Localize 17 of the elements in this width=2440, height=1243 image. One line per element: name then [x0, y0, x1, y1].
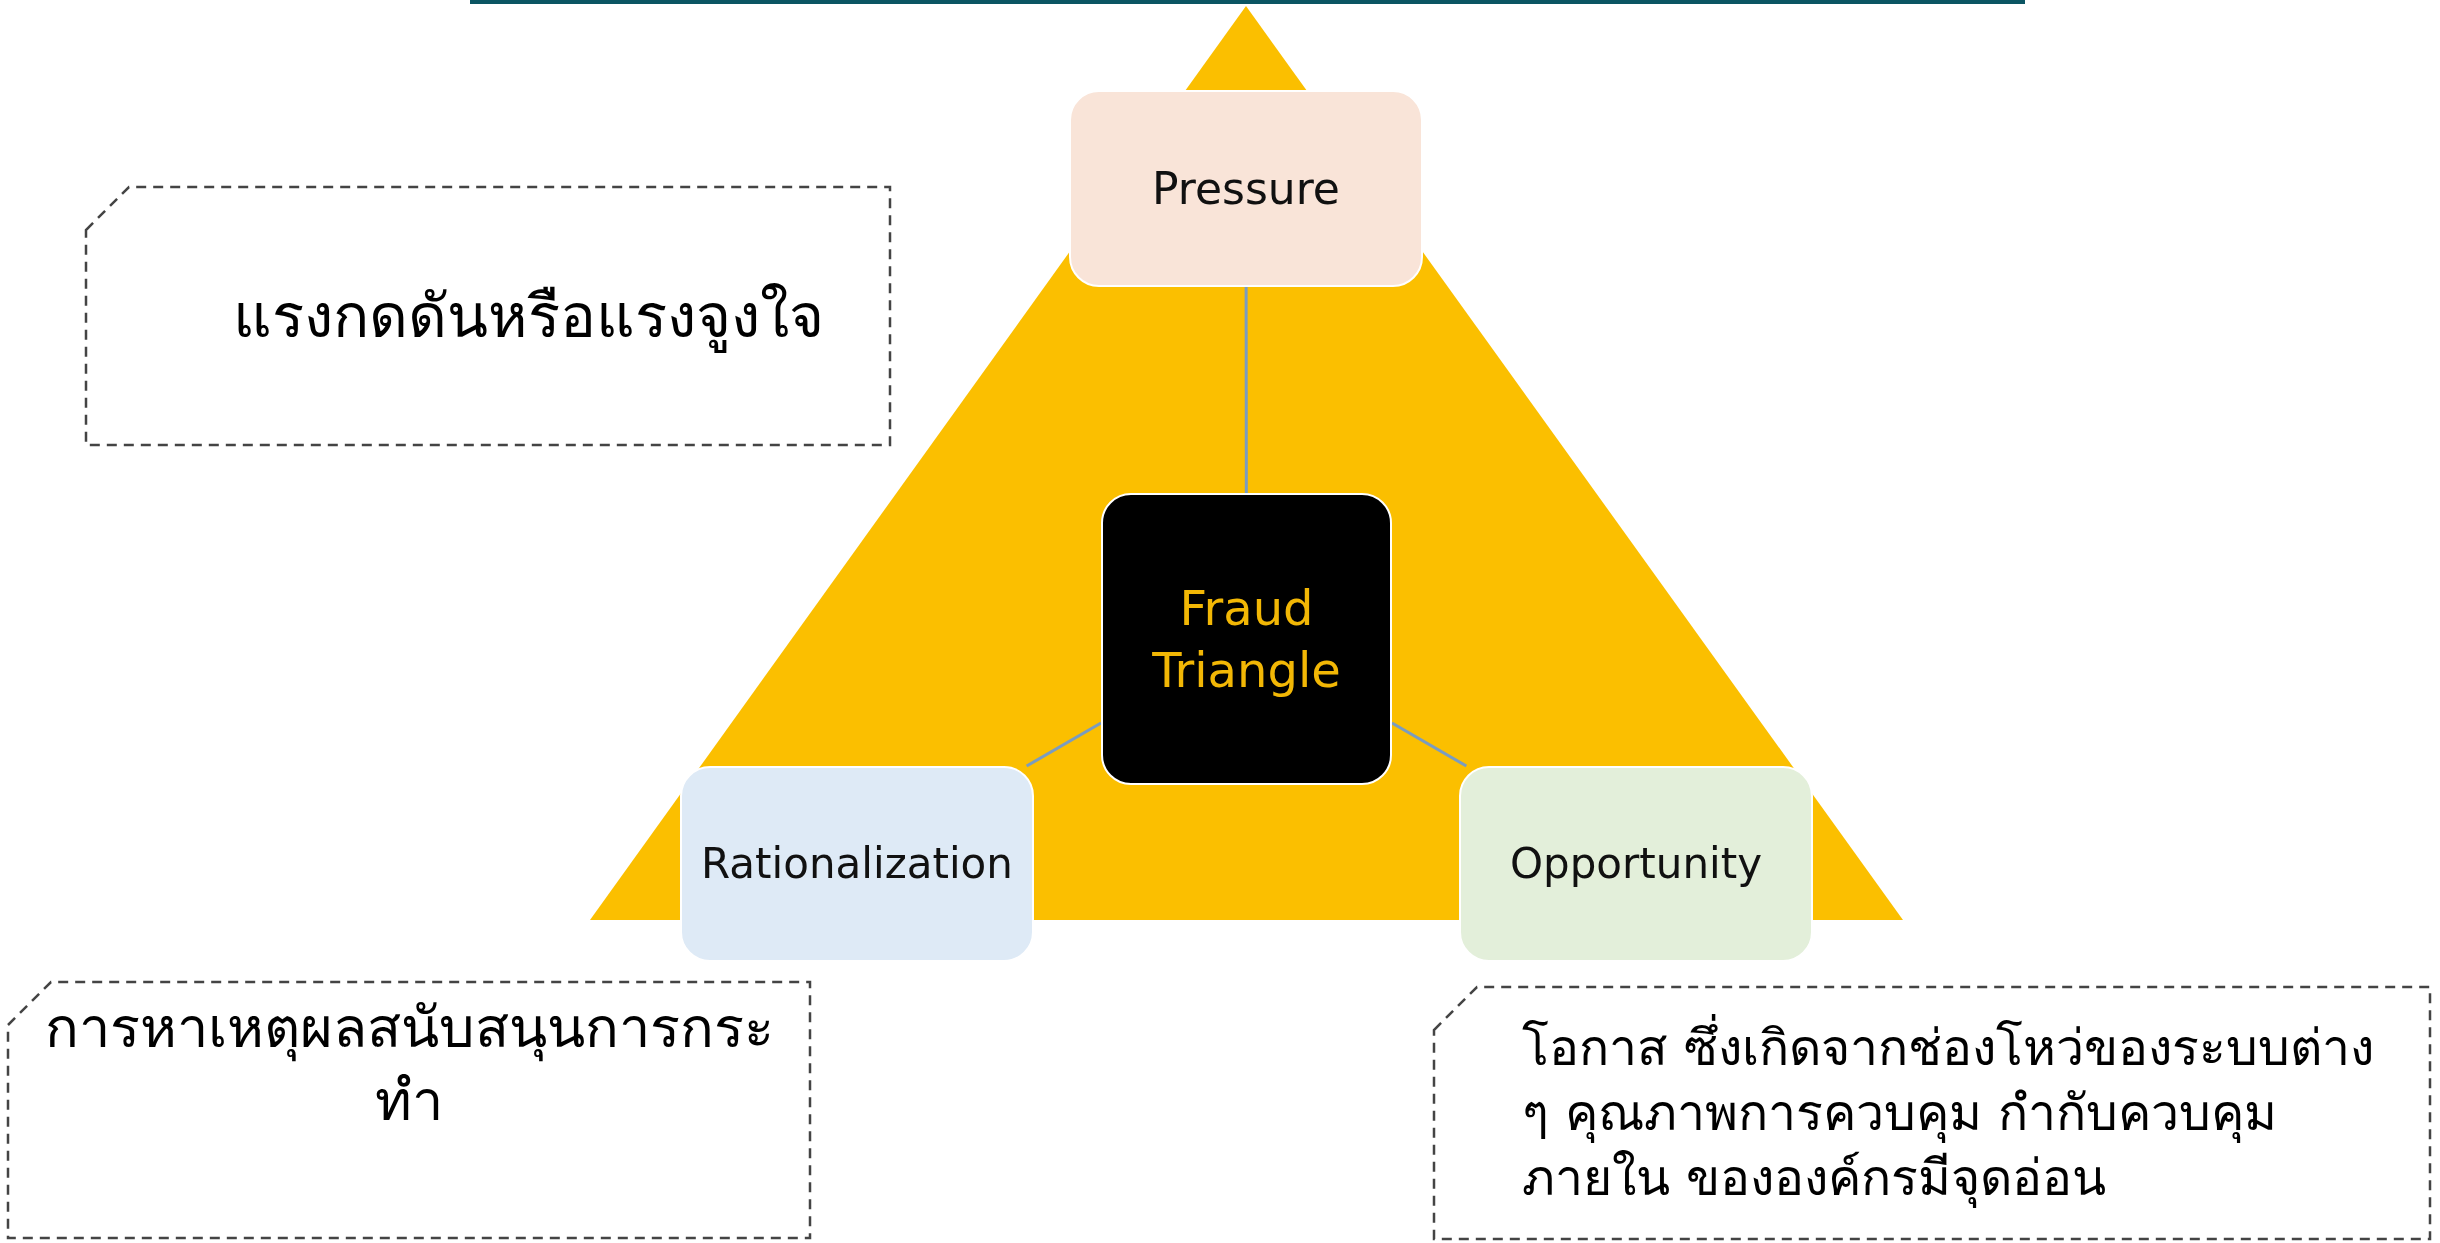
- note-box: [84, 185, 892, 447]
- process-box: [1069, 90, 1423, 287]
- node-label: Pressure: [1152, 161, 1340, 216]
- node-label: โอกาส ซึ่งเกิดจากช่องโหว่ของระบบต่าง ๆ คุณภาพการควบคุม กำกับควบคุมภายใน ขององค์กรมีจุดอ่อน: [1522, 1015, 2402, 1211]
- connector-line: [1025, 721, 1102, 768]
- note-box: [6, 980, 812, 1240]
- node-label: การหาเหตุผลสนับสนุนการกระทำ: [43, 994, 775, 1135]
- process-box: [1101, 493, 1392, 785]
- process-box: [1459, 766, 1813, 962]
- process-box: [680, 766, 1034, 962]
- connector-line: [1244, 287, 1248, 493]
- connector-line: [1391, 721, 1468, 768]
- node-label: Opportunity: [1509, 837, 1762, 890]
- node-label: แรงกดดันหรือแรงจูงใจ: [232, 280, 824, 355]
- node-label: Fraud Triangle: [1151, 578, 1342, 700]
- note-box: [1432, 985, 2432, 1241]
- node-label: Rationalization: [701, 837, 1013, 890]
